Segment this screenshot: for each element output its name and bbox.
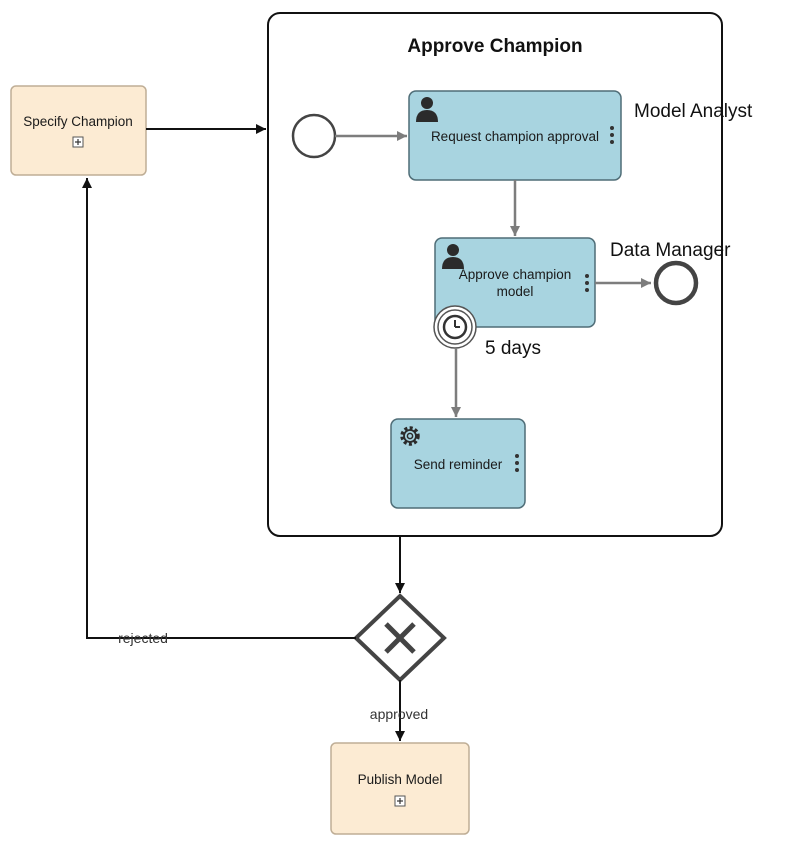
subprocess-title: Approve Champion <box>407 36 582 57</box>
task-specify-champion[interactable]: Specify Champion <box>10 85 147 176</box>
end-event[interactable] <box>653 260 699 306</box>
task-send-reminder-label: Send reminder <box>414 457 503 472</box>
timer-label: 5 days <box>485 338 541 359</box>
timer-boundary-event[interactable] <box>433 305 477 349</box>
plus-square-icon <box>394 795 406 807</box>
flow-rejected-label: rejected <box>118 630 168 646</box>
task-approve-champion-model-label-line1: Approve champion <box>459 267 572 282</box>
task-approve-champion-model-label-line2: model <box>497 284 534 299</box>
task-publish-model[interactable]: Publish Model <box>330 742 470 835</box>
task-request-champion-approval[interactable]: Request champion approval <box>408 90 622 181</box>
task-approve-champion-model[interactable]: Approve champion model <box>434 237 596 328</box>
kebab-icon[interactable] <box>585 274 589 292</box>
kebab-icon[interactable] <box>515 454 519 472</box>
start-event[interactable] <box>291 113 337 159</box>
user-icon <box>416 97 438 122</box>
gear-icon <box>400 426 420 446</box>
clock-icon <box>442 314 468 340</box>
flow-approved-label: approved <box>370 706 428 722</box>
task-publish-model-label: Publish Model <box>358 772 443 787</box>
role-data-manager: Data Manager <box>610 240 731 261</box>
user-icon <box>442 244 464 269</box>
task-send-reminder[interactable]: Send reminder <box>390 418 526 509</box>
exclusive-gateway-x-icon <box>384 622 416 654</box>
role-model-analyst: Model Analyst <box>634 101 753 122</box>
plus-square-icon <box>72 136 84 148</box>
task-specify-champion-label: Specify Champion <box>23 114 133 129</box>
task-request-champion-approval-label: Request champion approval <box>431 129 599 144</box>
kebab-icon[interactable] <box>610 126 614 144</box>
flow-rejected <box>82 178 356 639</box>
exclusive-gateway[interactable] <box>353 593 447 683</box>
